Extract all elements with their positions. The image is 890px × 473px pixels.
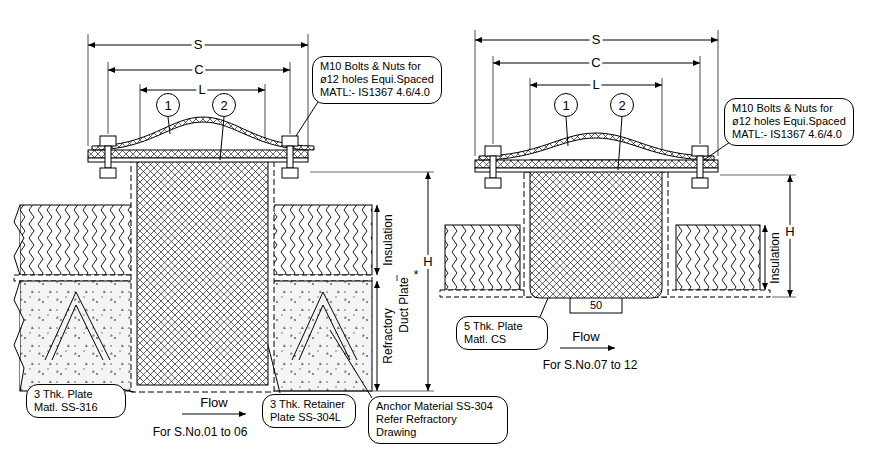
note-text: 3 Thk. Retainer Plate SS-304L: [270, 398, 348, 424]
drawing-label: L: [590, 78, 601, 92]
callout-number: 1: [156, 93, 180, 117]
drawing-label: 50: [588, 299, 604, 311]
note-cloud: M10 Bolts & Nuts for ø12 holes Equi.Spac…: [312, 56, 442, 104]
note-cloud: Anchor Material SS-304 Refer Refractory …: [368, 396, 508, 444]
drawing-label: Flow: [570, 330, 601, 344]
drawing-label: Insulation: [382, 212, 395, 267]
drawing-label: Flow: [198, 396, 229, 410]
callout-text: 1: [562, 98, 569, 113]
drawing-label: C: [192, 63, 205, 77]
note-text: M10 Bolts & Nuts for ø12 holes Equi.Spac…: [732, 102, 846, 142]
note-cloud: 3 Thk. Retainer Plate SS-304L: [262, 394, 356, 428]
note-text: Anchor Material SS-304 Refer Refractory …: [376, 400, 500, 440]
drawing-label: For S.No.01 to 06: [151, 426, 250, 439]
drawing-label: *: [412, 269, 421, 282]
callout-text: 2: [618, 98, 625, 113]
drawing-label: C: [589, 56, 602, 70]
note-cloud: M10 Bolts & Nuts for ø12 holes Equi.Spac…: [724, 98, 854, 146]
drawing-label: Duct Plate: [398, 275, 411, 334]
drawing-label: For S.No.07 to 12: [541, 359, 640, 372]
note-text: M10 Bolts & Nuts for ø12 holes Equi.Spac…: [320, 60, 434, 100]
drawing-label: H: [421, 255, 434, 269]
drawing-label: S: [192, 38, 205, 52]
callout-text: 1: [164, 98, 171, 113]
drawing-label: Insulation: [769, 230, 782, 285]
callout-text: 2: [220, 98, 227, 113]
note-cloud: 5 Thk. Plate Matl. CS: [456, 316, 548, 350]
callout-number: 1: [554, 93, 578, 117]
callout-number: 2: [212, 93, 236, 117]
drawing-label: S: [590, 33, 603, 47]
note-cloud: 3 Thk. Plate Matl. SS-316: [26, 384, 126, 418]
drawing-label: Refractory: [382, 306, 395, 365]
drawing-label: L: [196, 83, 207, 97]
callout-number: 2: [610, 93, 634, 117]
note-text: 3 Thk. Plate Matl. SS-316: [34, 388, 118, 414]
note-text: 5 Thk. Plate Matl. CS: [464, 320, 540, 346]
drawing-label: H: [783, 225, 796, 239]
